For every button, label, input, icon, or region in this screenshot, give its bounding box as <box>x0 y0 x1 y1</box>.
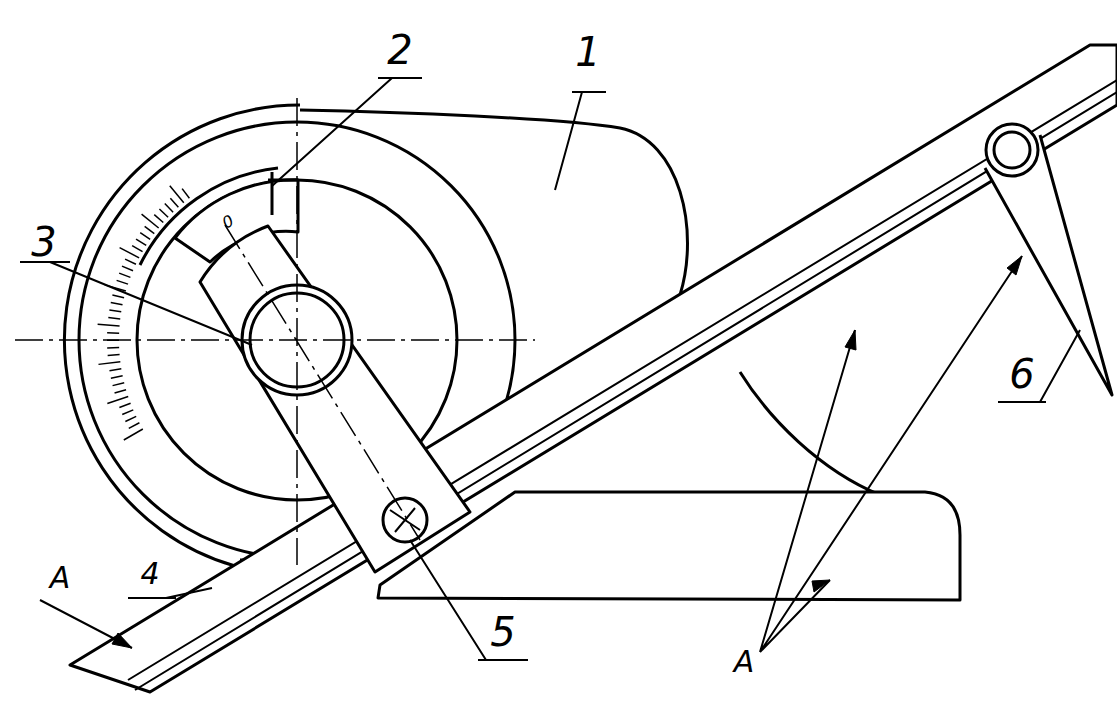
scale-tick <box>122 410 133 415</box>
scale-tick <box>154 215 163 223</box>
scale-tick <box>98 324 120 326</box>
callout-number: 2 <box>387 30 412 70</box>
scale-tick <box>159 209 168 217</box>
scale-tick <box>98 362 120 365</box>
scale-tick <box>125 259 136 264</box>
scale-tick <box>124 429 143 440</box>
scale-tick <box>125 416 136 421</box>
pivot-6 <box>986 124 1038 176</box>
callout-number: 3 <box>31 222 56 262</box>
scale-tick <box>113 383 125 386</box>
callout-number: 1 <box>575 32 600 72</box>
center-lines <box>15 98 535 565</box>
body-outline-lower <box>740 372 880 495</box>
scale-tick <box>117 280 128 284</box>
scale-tick <box>170 198 178 207</box>
scale-tick <box>109 310 121 312</box>
screw-5-cross <box>390 508 420 532</box>
scale-tick <box>136 239 146 245</box>
scale-tick <box>182 189 189 199</box>
scale-tick <box>140 233 150 240</box>
scale-tick <box>145 226 155 233</box>
callout-number: 5 <box>490 612 515 652</box>
scale-tick <box>170 186 184 203</box>
leader-lines <box>20 78 1080 660</box>
scale-tick <box>107 332 119 334</box>
ruler <box>70 45 1117 692</box>
callout-number: 4 <box>140 559 159 589</box>
scale-tick <box>108 318 120 319</box>
scale-tick <box>111 302 123 304</box>
callout-arrows-A <box>40 256 1022 652</box>
arm <box>200 226 470 572</box>
datum-letter: A <box>50 563 71 593</box>
body-outline <box>300 110 688 295</box>
scale-tick <box>111 376 123 378</box>
scale-tick <box>132 246 142 252</box>
scale-tick <box>112 295 124 298</box>
scale-tick <box>115 390 127 393</box>
arrowheads <box>112 256 1022 648</box>
scale-tick <box>122 266 133 271</box>
scale-tick <box>120 248 140 258</box>
pivot-6-inner <box>994 132 1030 168</box>
scale-tick <box>119 403 130 407</box>
scale-tick <box>165 204 173 213</box>
datum-letter: A <box>734 647 755 677</box>
callout-number: 6 <box>1009 354 1034 394</box>
scale-tick <box>129 423 140 429</box>
ruler-groove <box>128 80 1117 690</box>
scale-tick <box>109 369 121 371</box>
scale-tick <box>119 273 130 277</box>
scale-tick <box>107 347 119 349</box>
scale-tick <box>108 354 120 356</box>
vernier-edge <box>268 172 298 215</box>
screw-5 <box>383 498 427 542</box>
scale-tick <box>107 396 128 403</box>
